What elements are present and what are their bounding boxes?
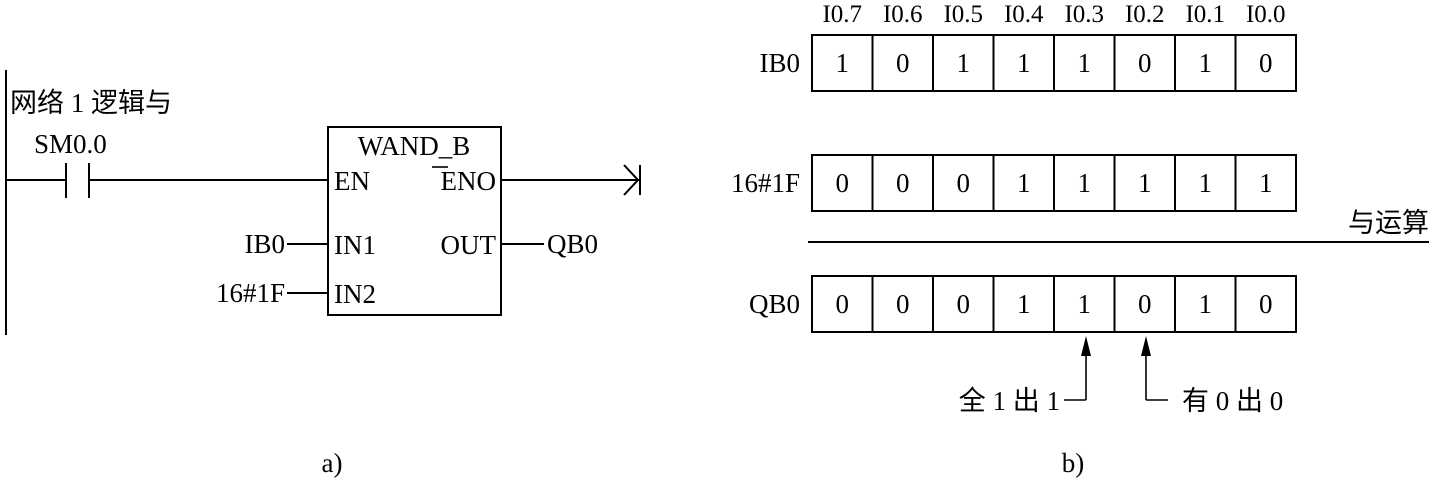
- bit-cell: [1234, 154, 1297, 212]
- bit-value: 1: [1017, 48, 1031, 78]
- network-title: 网络 1 逻辑与: [10, 88, 172, 118]
- bit-value: 1: [1138, 168, 1152, 198]
- bit-value: 0: [1259, 289, 1273, 319]
- row-label: IB0: [760, 48, 801, 78]
- rung-end-arrow: [623, 164, 640, 196]
- caption-b: b): [1062, 448, 1085, 478]
- bit-value: 0: [836, 168, 850, 198]
- operation-label: 与运算: [1348, 208, 1429, 238]
- bit-header: I0.4: [1004, 1, 1044, 28]
- bit-value: 1: [1259, 168, 1273, 198]
- pin-out: OUT: [441, 230, 497, 260]
- in1-operand: IB0: [245, 229, 286, 259]
- bit-value: 0: [1138, 48, 1152, 78]
- bit-value: 0: [1138, 289, 1152, 319]
- bit-value: 1: [957, 48, 971, 78]
- bit-cell: [1234, 34, 1297, 92]
- pin-in2: IN2: [334, 279, 376, 309]
- bit-value: 1: [1017, 168, 1031, 198]
- bit-header: I0.2: [1125, 1, 1165, 28]
- bit-header: I0.6: [883, 1, 923, 28]
- pin-eno: ENO: [441, 166, 497, 196]
- bit-value: 0: [957, 168, 971, 198]
- arrow-has-zero-head: [1141, 336, 1151, 356]
- bit-value: 0: [836, 289, 850, 319]
- bit-value: 0: [896, 289, 910, 319]
- bit-value: 1: [1078, 289, 1092, 319]
- bit-value: 0: [957, 289, 971, 319]
- bit-value: 0: [1259, 48, 1273, 78]
- contact-label: SM0.0: [34, 129, 107, 159]
- pin-in1: IN1: [334, 230, 376, 260]
- bit-value: 1: [1078, 48, 1092, 78]
- bit-header: I0.7: [822, 1, 862, 28]
- bit-header: I0.3: [1064, 1, 1104, 28]
- note-has-zero: 有 0 出 0: [1182, 386, 1283, 416]
- note-all-one: 全 1 出 1: [959, 386, 1060, 416]
- ladder-diagram: 网络 1 逻辑与 SM0.0 WAND_B EN ENO IN1 OUT IN2…: [5, 70, 641, 478]
- bit-value: 1: [1199, 289, 1213, 319]
- row-label: QB0: [749, 289, 800, 319]
- bit-header: I0.0: [1246, 1, 1286, 28]
- bit-value: 1: [1017, 289, 1031, 319]
- bit-cell: [1234, 275, 1297, 333]
- bit-value: 1: [836, 48, 850, 78]
- bit-value: 1: [1199, 168, 1213, 198]
- caption-a: a): [322, 448, 343, 478]
- block-name: WAND_B: [358, 131, 471, 161]
- bit-header: I0.5: [943, 1, 983, 28]
- bit-value: 1: [1078, 168, 1092, 198]
- out-operand: QB0: [547, 229, 598, 259]
- bit-value: 1: [1199, 48, 1213, 78]
- bit-header: I0.1: [1185, 1, 1225, 28]
- function-block: [327, 126, 502, 316]
- arrow-all-one-head: [1081, 336, 1091, 356]
- row-label: 16#1F: [731, 168, 800, 198]
- pin-en: EN: [334, 166, 370, 196]
- bit-value: 0: [896, 168, 910, 198]
- bit-value: 0: [896, 48, 910, 78]
- in2-operand: 16#1F: [216, 278, 285, 308]
